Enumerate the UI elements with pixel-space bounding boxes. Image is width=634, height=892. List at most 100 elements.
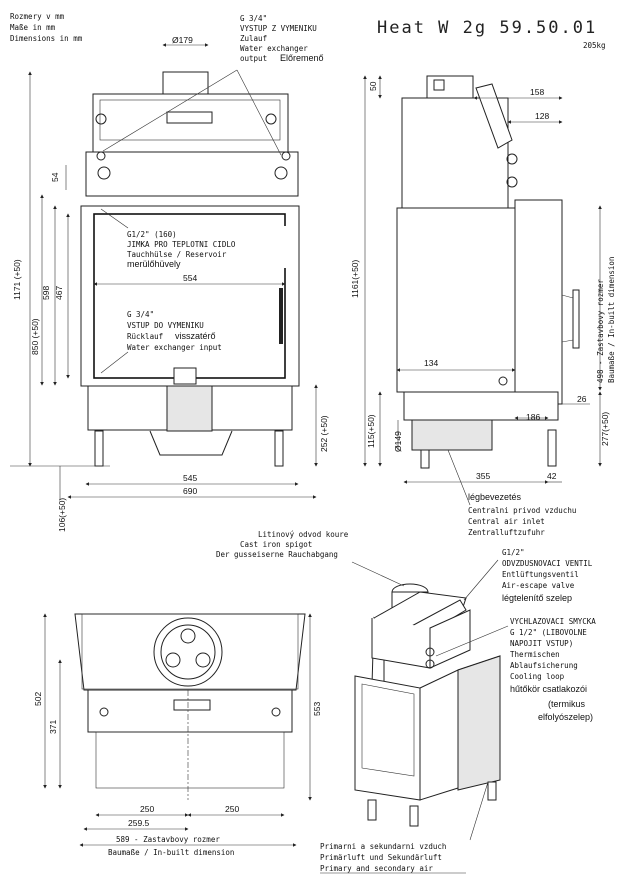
top-flue-ring (153, 617, 223, 687)
svg-text:VSTUP DO VYMENIKU: VSTUP DO VYMENIKU (127, 321, 204, 330)
dim-106: 106(+50) (57, 498, 67, 532)
svg-text:VYSTUP Z VYMENIKU: VYSTUP Z VYMENIKU (240, 24, 317, 33)
svg-text:Előremenő: Előremenő (280, 53, 324, 63)
svg-text:Primärluft und Sekundärluft: Primärluft und Sekundärluft (320, 853, 442, 862)
vent-label: G1/2" (502, 548, 525, 557)
dim-250-right: 250 (225, 804, 239, 814)
dim-26: 26 (577, 394, 587, 404)
dim-690: 690 (183, 486, 197, 496)
leg-right (274, 430, 284, 467)
svg-text:Primary and secondary air: Primary and secondary air (320, 864, 433, 873)
dim-115: 115(+50) (366, 414, 376, 448)
mounting-bolt (95, 113, 107, 125)
dim-128: 128 (535, 111, 549, 121)
svg-text:légtelenítő szelep: légtelenítő szelep (502, 593, 572, 603)
dim-54: 54 (50, 172, 60, 182)
dim-277: 277(+50) (600, 412, 610, 446)
svg-text:(termikus: (termikus (548, 699, 586, 709)
water-connector (97, 166, 111, 180)
dim-598: 598 (41, 286, 51, 300)
dim-259-5: 259.5 (128, 818, 150, 828)
air-inlet-label: légbevezetés (468, 492, 522, 502)
air-label: Primarni a sekundarni vzduch (320, 842, 446, 851)
model-title: Heat W 2g 59.50.01 (377, 18, 597, 38)
dim-flue-diameter: Ø179 (172, 35, 193, 45)
header: Rozmery v mm Maße in mm Dimensions in mm… (10, 12, 606, 50)
svg-text:Zentralluftzufuhr: Zentralluftzufuhr (468, 528, 545, 537)
svg-text:JIMKA PRO TEPLOTNI CIDLO: JIMKA PRO TEPLOTNI CIDLO (127, 240, 236, 249)
flue-collar (162, 71, 209, 95)
water-connector (274, 166, 288, 180)
dim-186: 186 (526, 412, 540, 422)
outlet-label: G 3/4" (240, 14, 267, 23)
weight-label: 205kg (583, 41, 606, 50)
iso-front (354, 675, 421, 801)
dim-554: 554 (183, 273, 197, 283)
side-connector (506, 153, 518, 165)
exchanger-band (85, 151, 299, 197)
dim-134: 134 (424, 358, 438, 368)
svg-text:visszatérő: visszatérő (175, 331, 216, 341)
units-label-en: Dimensions in mm (10, 34, 83, 43)
ash-pan (166, 385, 213, 432)
dim-589-note: Baumaße / In-built dimension (108, 848, 234, 857)
dim-498: 498 - Zastavbovy rozmer (596, 279, 605, 383)
svg-text:Rücklauf: Rücklauf (127, 332, 163, 341)
isometric-view: Litinový odvod koure Cast iron spigot De… (216, 530, 596, 874)
dim-149: Ø149 (393, 431, 403, 452)
svg-text:G 1/2" (LIBOVOLNE: G 1/2" (LIBOVOLNE (510, 628, 587, 637)
dim-553: 553 (312, 702, 322, 716)
svg-text:Air-escape valve: Air-escape valve (502, 581, 575, 590)
side-air-intake (411, 419, 493, 451)
svg-text:NAPOJIT VSTUP): NAPOJIT VSTUP) (510, 639, 573, 648)
dim-498-note: Baumaße / In-built dimension (607, 257, 616, 383)
svg-text:Water exchanger input: Water exchanger input (127, 343, 222, 352)
loop-label: VYCHLAZOVACI SMYCKA (510, 617, 596, 626)
top-view: 502 371 553 250 250 259.5 589 - Zastavbo… (33, 613, 322, 857)
svg-text:Centralni privod vzduchu: Centralni privod vzduchu (468, 506, 576, 515)
inlet-label: G 3/4" (127, 310, 154, 319)
leg-left (94, 430, 104, 467)
svg-text:Zulauf: Zulauf (240, 34, 267, 43)
svg-text:Entlüftungsventil: Entlüftungsventil (502, 570, 579, 579)
dim-502: 502 (33, 692, 43, 706)
dim-1161: 1161(+50) (350, 259, 360, 298)
side-ash-area (403, 391, 559, 421)
dim-355: 355 (476, 471, 490, 481)
dim-589: 589 - Zastavbovy rozmer (116, 835, 220, 844)
deflector-lever (475, 83, 513, 149)
deflector-handle (166, 111, 213, 124)
dim-371: 371 (48, 720, 58, 734)
spigot-label: Litinový odvod koure (258, 530, 349, 539)
front-view: Ø179 1171 (+50) 850 (+50) 598 467 54 554… (10, 14, 329, 532)
units-label-de: Maße in mm (10, 23, 56, 32)
door-handle (279, 288, 283, 344)
dim-158: 158 (530, 87, 544, 97)
dim-850: 850 (+50) (30, 318, 40, 355)
dim-42: 42 (547, 471, 557, 481)
svg-text:Cast iron spigot: Cast iron spigot (240, 540, 312, 549)
sleeve-label: G1/2" (160) (127, 230, 177, 239)
dim-467: 467 (54, 286, 64, 300)
svg-text:output: output (240, 54, 267, 63)
svg-text:Thermischen: Thermischen (510, 650, 560, 659)
svg-text:hűtőkör csatlakozói: hűtőkör csatlakozói (510, 684, 587, 694)
svg-text:Tauchhülse / Reservoir: Tauchhülse / Reservoir (127, 250, 227, 259)
side-door-frame (514, 199, 563, 405)
svg-text:Ablaufsicherung: Ablaufsicherung (510, 661, 578, 670)
svg-text:Central air inlet: Central air inlet (468, 517, 545, 526)
side-body (396, 207, 516, 393)
dim-545: 545 (183, 473, 197, 483)
dim-50: 50 (368, 81, 378, 91)
side-view: 50 158 128 1161(+50) 498 - Zastavbovy ro… (350, 75, 616, 537)
svg-text:merülőhüvely: merülőhüvely (127, 259, 181, 269)
svg-text:Water exchanger: Water exchanger (240, 44, 308, 53)
svg-text:elfolyószelep): elfolyószelep) (538, 712, 593, 722)
side-top-housing (401, 97, 509, 209)
svg-text:Der gusseiserne Rauchabgang: Der gusseiserne Rauchabgang (216, 550, 338, 559)
side-connector (506, 176, 518, 188)
units-label-cz: Rozmery v mm (10, 12, 65, 21)
dim-252: 252 (+50) (319, 415, 329, 452)
svg-text:ODVZDUSNOVACI VENTIL: ODVZDUSNOVACI VENTIL (502, 559, 593, 568)
